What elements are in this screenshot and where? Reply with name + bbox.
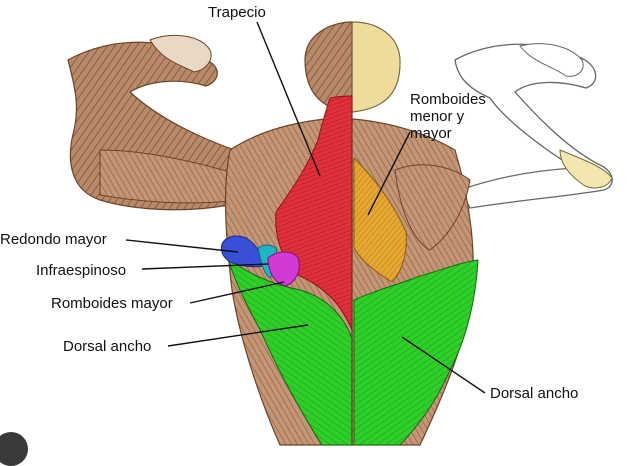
label-romboides-line-2: menor y xyxy=(410,108,465,125)
dorsal-ancho-left-muscle xyxy=(227,256,353,446)
label-romboides-line-3: mayor xyxy=(410,125,452,142)
label-redondo-mayor: Redondo mayor xyxy=(0,231,107,248)
left-arm xyxy=(67,34,251,211)
leader-trapecio xyxy=(256,21,321,177)
back-muscles-diagram xyxy=(67,21,613,446)
leader-redondo-mayor xyxy=(125,239,239,253)
head xyxy=(304,21,401,113)
romboides-menor-mayor-muscle xyxy=(353,156,407,283)
trapecio-muscle xyxy=(275,95,353,331)
label-romboides-line-1: Romboides xyxy=(410,91,486,108)
label-romboides-mayor: Romboides mayor xyxy=(51,295,173,312)
label-romboides-menor-mayor: Romboides menor y mayor xyxy=(410,91,486,142)
dorsal-ancho-right-muscle xyxy=(353,259,479,446)
leader-romboides-mayor xyxy=(189,281,285,304)
scapula-right xyxy=(394,164,471,251)
label-infraespinoso: Infraespinoso xyxy=(36,262,127,279)
leader-infraespinoso xyxy=(141,263,269,270)
label-trapecio: Trapecio xyxy=(208,4,266,21)
corner-overlay-button[interactable] xyxy=(0,432,28,466)
right-arm-bones xyxy=(454,43,613,209)
leader-dorsal-ancho-left xyxy=(167,324,309,347)
label-dorsal-ancho-left: Dorsal ancho xyxy=(63,338,152,355)
leader-lines xyxy=(125,21,486,394)
romboides-mayor-muscle xyxy=(267,251,300,287)
label-dorsal-ancho-right: Dorsal ancho xyxy=(490,385,579,402)
leader-romboides-menor-mayor xyxy=(367,131,411,216)
leader-dorsal-ancho-right xyxy=(401,336,486,394)
